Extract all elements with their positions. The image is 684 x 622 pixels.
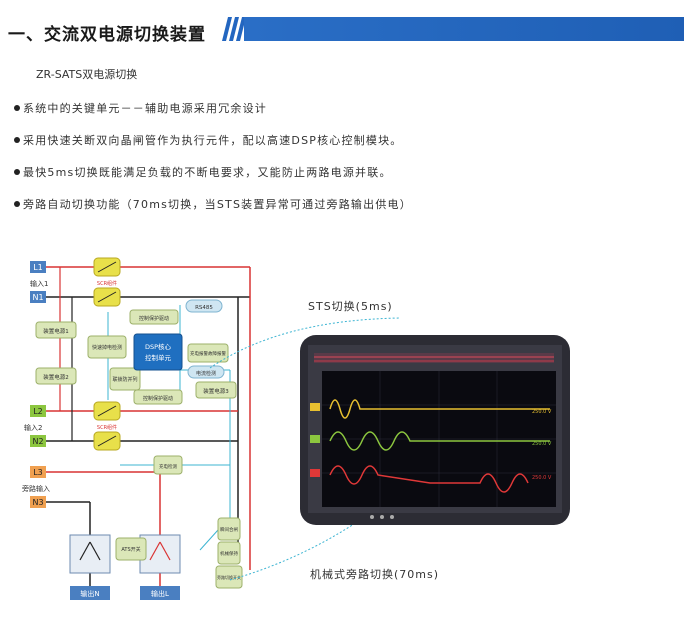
input1-label: 输入1: [30, 279, 48, 288]
terminal-n1-label: N1: [32, 293, 43, 302]
scope-readout-3: 250.0 V: [532, 475, 552, 481]
fast-detect-label: 快速掉电检测: [92, 344, 122, 351]
terminal-n2-label: N2: [32, 437, 43, 446]
section-header: 一、交流双电源切换装置: [0, 0, 684, 48]
output-n-label: 输出N: [80, 589, 99, 598]
output-l-label: 输出L: [151, 589, 169, 598]
oscilloscope-svg: 250.0 V 250.0 V 250.0 V: [300, 335, 570, 525]
terminal-l3: L3: [30, 466, 46, 478]
current-detect-box: 电流检测: [187, 365, 225, 379]
drive-label-2: 控制保护驱动: [143, 395, 173, 402]
scope-readout-2: 250.0 V: [532, 441, 552, 447]
instant-close-label: 瞬间合闸: [220, 526, 238, 533]
page-title: 一、交流双电源切换装置: [8, 25, 206, 45]
charge-detect-box: 充电检测: [153, 455, 183, 475]
terminal-n2: N2: [30, 435, 46, 447]
terminal-l2: L2: [30, 405, 46, 417]
aux-power-1-box: 装置电源1: [35, 321, 77, 339]
terminal-l2-label: L2: [33, 407, 43, 416]
dsp-label-line1: DSP核心: [145, 342, 172, 351]
circuit-diagram: L1 输入1 N1 L2 输入2 N2 L3 旁路输入 N3 SCR组件 SCR…: [0, 250, 300, 622]
input2-wiring: [46, 380, 238, 442]
alarm-label: 充电报警故障报警: [190, 350, 226, 357]
anti-parallel-box: 联锁防并列: [109, 367, 141, 391]
bypass-changeover-label: 旁路切换开关: [217, 574, 241, 580]
aux-power-3-label: 装置电源3: [203, 387, 229, 395]
ats-switch-box: ATS开关: [115, 537, 147, 561]
drive-box-2: 控制保护驱动: [133, 389, 183, 405]
mechanical-hold-box: 机械保持: [217, 541, 241, 565]
bypass-switch-l: [139, 534, 181, 574]
bullet-icon: [14, 201, 20, 207]
bypass-wiring: [46, 471, 161, 592]
list-item: 采用快速关断双向晶闸管作为执行元件，配以高速DSP核心控制模块。: [14, 132, 402, 148]
fast-detect-box: 快速掉电检测: [87, 335, 127, 359]
mechanical-hold-label: 机械保持: [220, 550, 238, 557]
bypass-changeover-box: 旁路切换开关: [215, 565, 243, 589]
aux-power-1-label: 装置电源1: [43, 327, 69, 335]
bullet-icon: [14, 137, 20, 143]
terminal-l3-label: L3: [33, 468, 43, 477]
dsp-control-box: DSP核心 控制单元: [133, 333, 183, 371]
terminal-l1-label: L1: [33, 263, 43, 272]
sts-switch-label: STS切换(5ms): [308, 300, 393, 313]
aux-power-3-box: 装置电源3: [195, 381, 237, 399]
oscilloscope-image: 250.0 V 250.0 V 250.0 V: [300, 335, 570, 525]
output-n-terminal: 输出N: [70, 586, 110, 600]
instant-close-box: 瞬间合闸: [217, 517, 241, 541]
bypass-input-label: 旁路输入: [22, 484, 50, 493]
aux-power-2-box: 装置电源2: [35, 367, 77, 385]
terminal-n1: N1: [30, 291, 46, 303]
scr-component-1: SCR组件: [93, 257, 121, 307]
terminal-n3: N3: [30, 496, 46, 508]
charge-detect-label: 充电检测: [159, 463, 177, 470]
header-bar: [244, 17, 684, 41]
input2-label: 输入2: [24, 423, 42, 432]
dsp-label-line2: 控制单元: [145, 353, 172, 362]
stripes-decoration: [222, 17, 246, 41]
list-item: 最快5ms切换既能满足负载的不断电要求，又能防止两路电源并联。: [14, 164, 392, 180]
mechanical-switch-label: 机械式旁路切换(70ms): [310, 568, 440, 581]
bypass-switch-n: [69, 534, 111, 574]
anti-parallel-label: 联锁防并列: [112, 376, 137, 383]
terminal-l1: L1: [30, 261, 46, 273]
scope-readout-1: 250.0 V: [532, 409, 552, 415]
list-item: 系统中的关键单元－－辅助电源采用冗余设计: [14, 100, 267, 116]
scr-label-1: SCR组件: [97, 280, 117, 287]
scr-component-2: SCR组件: [93, 401, 121, 451]
ats-label: ATS开关: [121, 546, 140, 553]
output-l-terminal: 输出L: [140, 586, 180, 600]
alarm-box: 充电报警故障报警: [187, 343, 229, 363]
list-item: 旁路自动切换功能（70ms切换，当STS装置异常可通过旁路输出供电）: [14, 196, 412, 212]
drive-box-1: 控制保护驱动: [129, 309, 179, 325]
current-detect-label: 电流检测: [196, 370, 216, 377]
bullet-icon: [14, 105, 20, 111]
circuit-diagram-svg: L1 输入1 N1 L2 输入2 N2 L3 旁路输入 N3 SCR组件 SCR…: [22, 257, 251, 600]
rs485-box: RS485: [185, 299, 223, 313]
aux-power-2-label: 装置电源2: [43, 373, 69, 381]
bullet-icon: [14, 169, 20, 175]
rs485-label: RS485: [195, 305, 213, 311]
subtitle: ZR-SATS双电源切换: [36, 68, 138, 81]
drive-label-1: 控制保护驱动: [139, 315, 169, 322]
terminal-n3-label: N3: [32, 498, 43, 507]
scr-label-2: SCR组件: [97, 424, 117, 431]
